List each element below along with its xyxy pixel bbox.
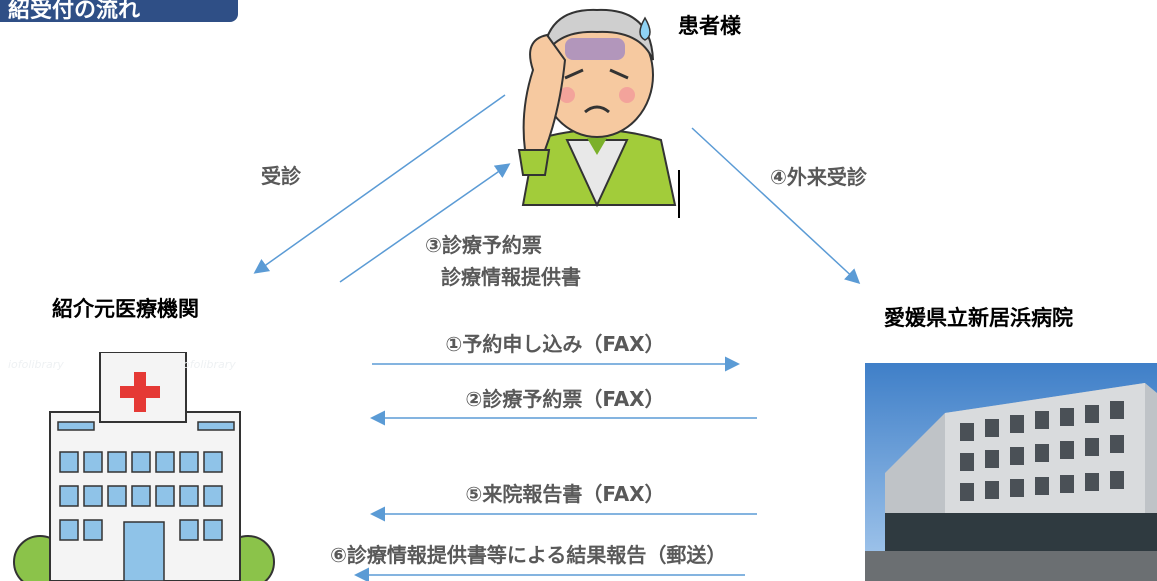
step6-label: ⑥診療情報提供書等による結果報告（郵送）	[330, 543, 727, 567]
patient-label: 患者様	[678, 14, 741, 38]
page-title-tab: 紹受付の流れ	[0, 0, 238, 22]
referrer-label: 紹介元医療機関	[52, 297, 199, 321]
reservation-slip-label-1: ③診療予約票	[425, 233, 542, 257]
hospital-photo	[865, 363, 1157, 581]
reservation-slip-label-2: 診療情報提供書	[441, 265, 581, 289]
page-title: 紹受付の流れ	[8, 0, 141, 22]
watermark-left: iofolibrary	[8, 358, 64, 371]
hospital-label: 愛媛県立新居浜病院	[884, 306, 1073, 330]
patient-illustration	[517, 8, 680, 218]
step1-label: ①予約申し込み（FAX）	[445, 332, 665, 356]
arrow-consult	[253, 94, 506, 274]
step5-label: ⑤来院報告書（FAX）	[465, 482, 665, 506]
consult-label: 受診	[261, 164, 301, 188]
watermark-right: iofolibrary	[180, 358, 236, 371]
clinic-illustration	[13, 352, 275, 581]
arrow-reservation-slip	[339, 163, 511, 283]
arrow-outpatient	[691, 127, 861, 285]
step2-label: ②診療予約票（FAX）	[465, 387, 665, 411]
outpatient-label: ④外来受診	[770, 165, 867, 189]
